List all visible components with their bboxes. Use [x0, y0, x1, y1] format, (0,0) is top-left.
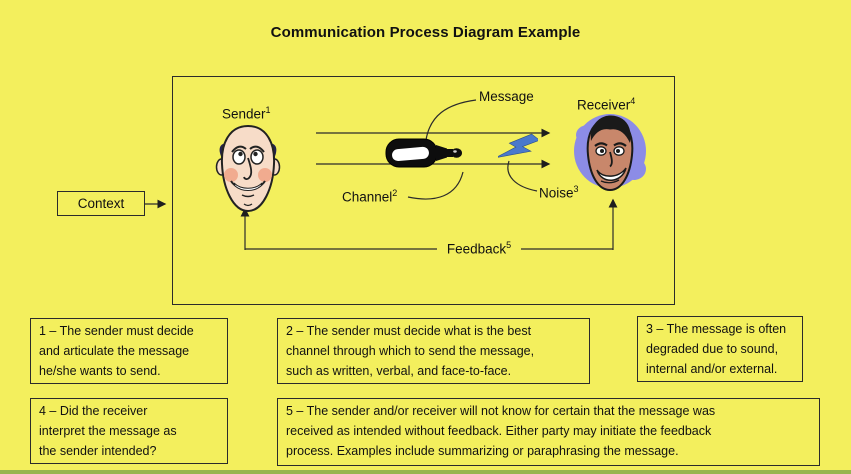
receiver-label: Receiver4	[577, 96, 636, 113]
note-box-1: 1 – The sender must decide and articulat…	[30, 318, 228, 384]
receiver-face-icon	[574, 114, 646, 192]
noise-label: Noise3	[539, 184, 579, 201]
note-box-5: 5 – The sender and/or receiver will not …	[277, 398, 820, 466]
noise-bolt-icon	[498, 133, 538, 159]
sender-label: Sender1	[222, 105, 271, 122]
page-title: Communication Process Diagram Example	[270, 24, 581, 41]
message-bottle-icon	[385, 138, 462, 168]
process-boundary-box	[172, 76, 675, 305]
note-box-4: 4 – Did the receiver interpret the messa…	[30, 398, 228, 464]
channel-label: Channel2	[342, 188, 398, 205]
sender-face-icon	[215, 124, 281, 213]
bottom-edge-strip	[0, 470, 851, 474]
context-label: Context	[77, 196, 125, 211]
note-box-3: 3 – The message is often degraded due to…	[637, 316, 803, 382]
context-box: Context	[57, 191, 145, 216]
message-label: Message	[479, 89, 534, 104]
note-box-2: 2 – The sender must decide what is the b…	[277, 318, 590, 384]
feedback-label: Feedback5	[446, 240, 512, 257]
